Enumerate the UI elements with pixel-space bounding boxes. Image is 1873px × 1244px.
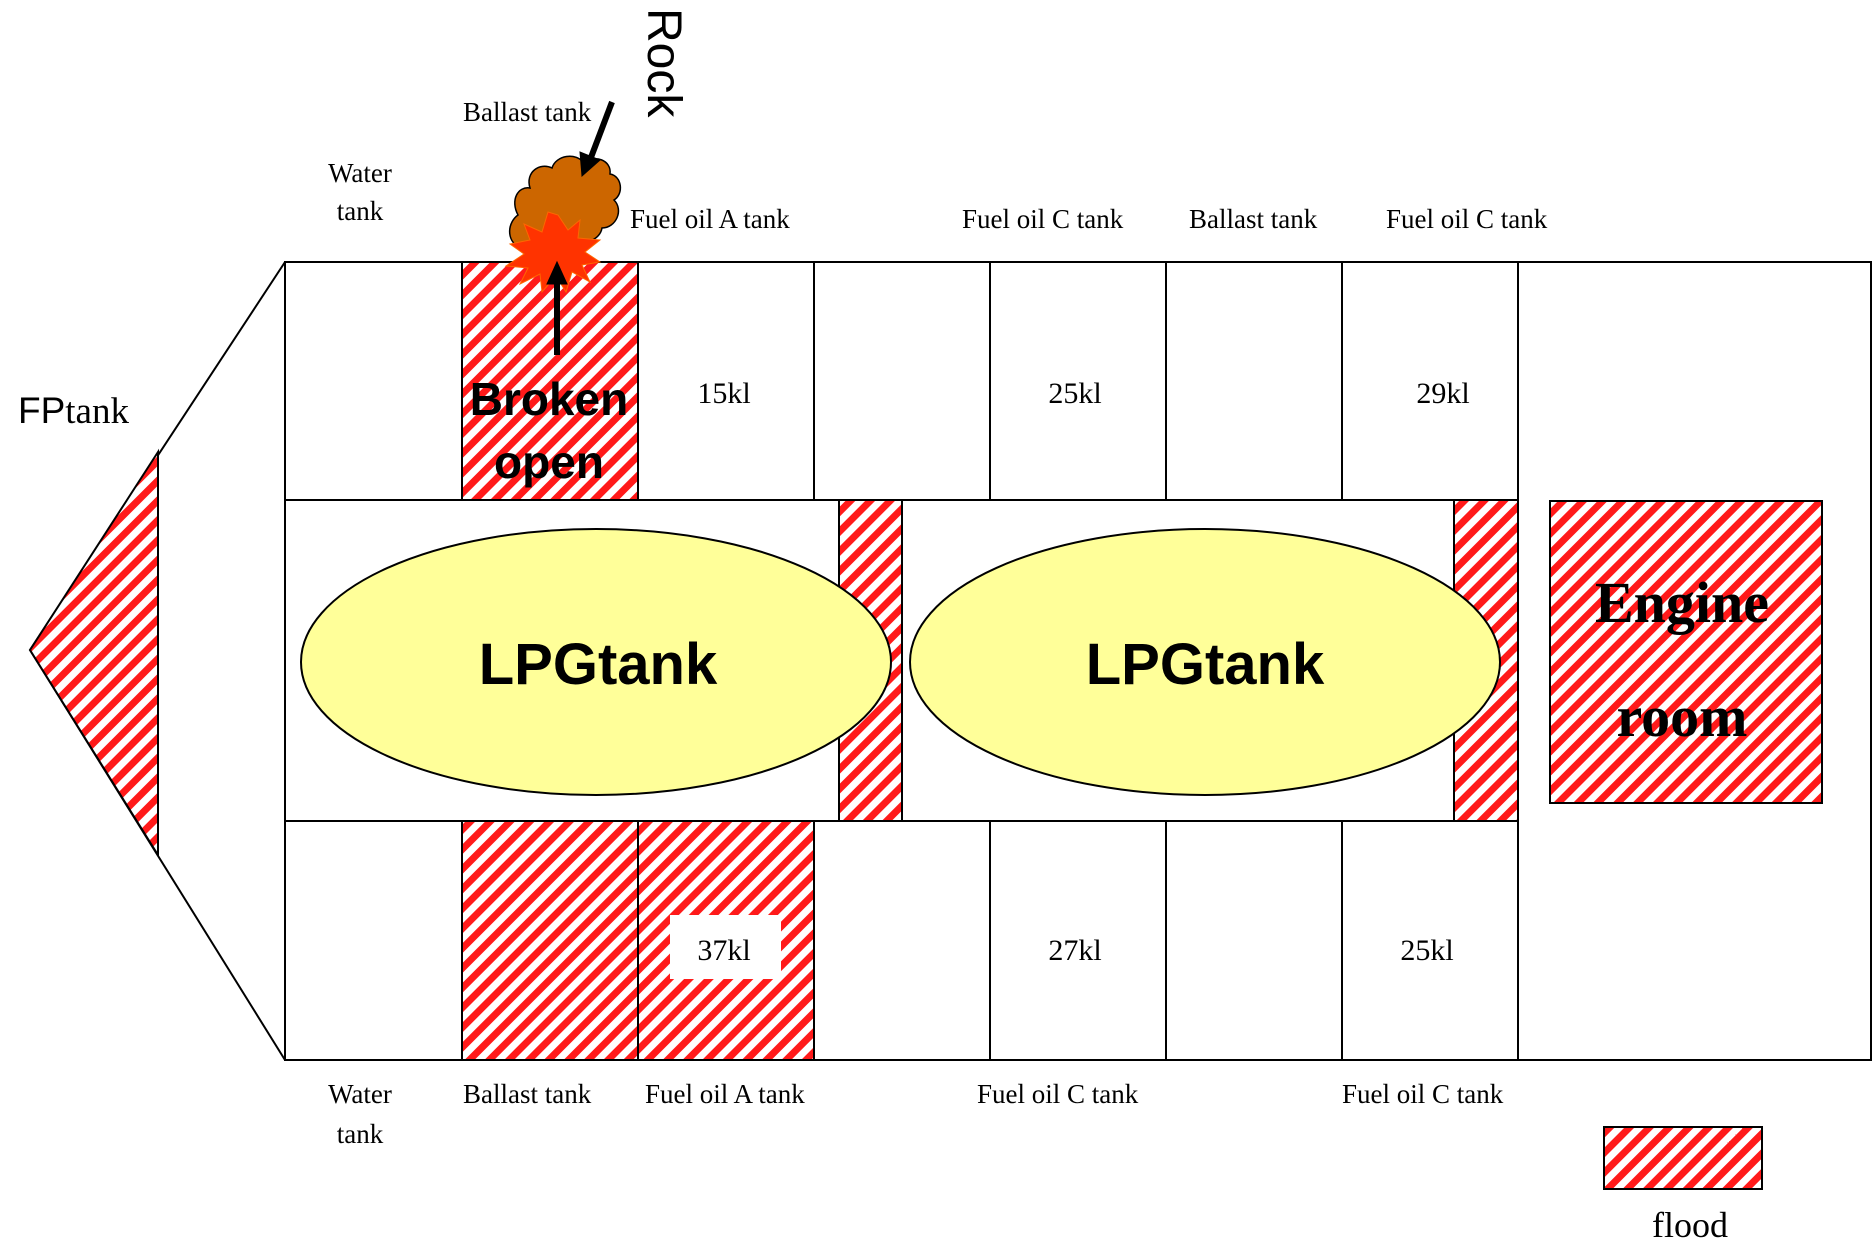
broken-open-label-2: open (494, 436, 604, 488)
lpg-tank-1-label: LPGtank (479, 632, 718, 697)
lpg-tank-1 (300, 528, 892, 796)
bottom-fuel-oil-a-label: Fuel oil A tank (645, 1079, 805, 1109)
broken-arrow (546, 260, 568, 355)
bottom-vol-fuel-c-1: 27kl (1048, 934, 1101, 967)
top-fuel-oil-c-2-label: Fuel oil C tank (1386, 204, 1548, 234)
top-ballast-tank-label: Ballast tank (463, 97, 592, 127)
top-vol-fuel-a: 15kl (697, 377, 750, 410)
bottom-fuel-oil-c-1-label: Fuel oil C tank (977, 1079, 1139, 1109)
top-ballast-tank-flood (461, 261, 639, 501)
engine-room-flood (1549, 500, 1823, 804)
bottom-ballast-tank-label: Ballast tank (463, 1079, 592, 1109)
top-water-tank-label-1: Water (328, 158, 392, 188)
bottom-water-tank-label-2: tank (337, 1119, 384, 1149)
bottom-vol-fuel-c-2: 25kl (1400, 934, 1453, 967)
lpg-tank-2-label: LPGtank (1086, 632, 1325, 697)
bottom-fuel-oil-c-2-label: Fuel oil C tank (1342, 1079, 1504, 1109)
bottom-vol-fuel-a: 37kl (697, 934, 750, 967)
engine-room-label-2: room (1616, 684, 1747, 749)
fp-tank-label: FPtank (18, 390, 129, 432)
top-ballast-tank-2-label: Ballast tank (1189, 204, 1318, 234)
top-water-tank-label-2: tank (337, 196, 384, 226)
bottom-ballast-tank-flood (461, 820, 639, 1061)
engine-room-label-1: Engine (1595, 570, 1769, 635)
rock-arrow (579, 100, 615, 178)
rock-label: Rock (637, 8, 690, 118)
vol-label-box (670, 915, 781, 979)
legend-flood-swatch (1603, 1126, 1763, 1190)
top-vol-fuel-c-2: 29kl (1416, 377, 1469, 410)
bottom-water-tank-label-1: Water (328, 1079, 392, 1109)
top-vol-fuel-c-1: 25kl (1048, 377, 1101, 410)
broken-open-label-1: Broken (470, 373, 628, 425)
legend-flood-label: flood (1652, 1205, 1728, 1244)
lpg-tank-2 (909, 528, 1501, 796)
top-fuel-oil-a-label: Fuel oil A tank (630, 204, 790, 234)
top-fuel-oil-c-1-label: Fuel oil C tank (962, 204, 1124, 234)
fp-tank-flood (28, 448, 159, 859)
